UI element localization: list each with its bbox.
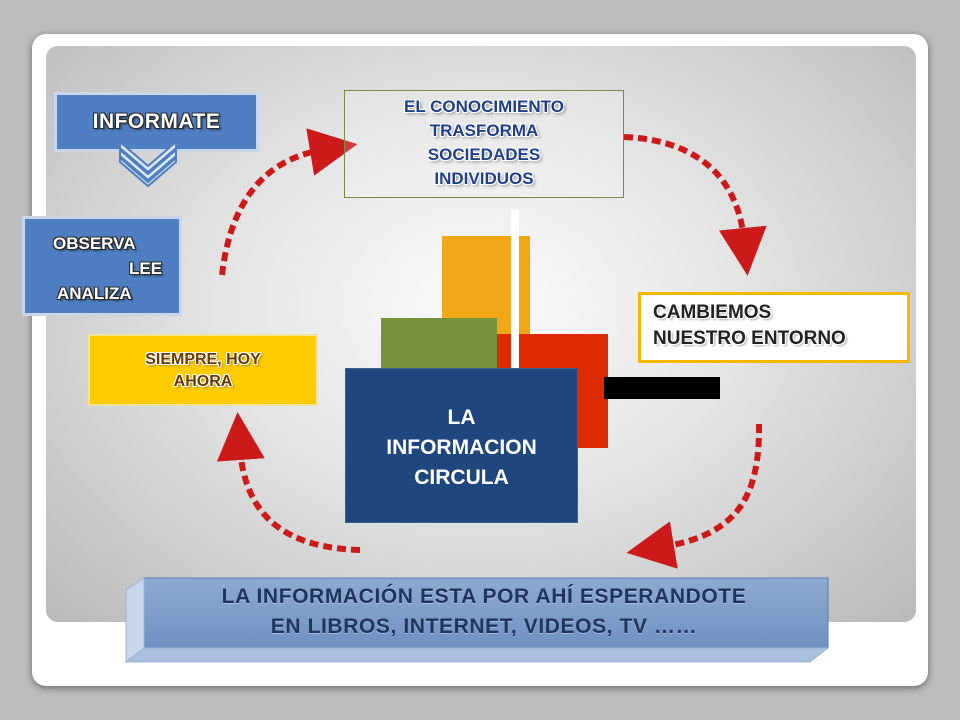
siempre-box: SIEMPRE, HOY AHORA xyxy=(88,334,318,406)
block-white-line xyxy=(511,210,519,370)
conocimiento-box: EL CONOCIMIENTO TRASFORMA SOCIEDADES IND… xyxy=(344,90,624,198)
conocimiento-line-1: EL CONOCIMIENTO xyxy=(404,97,564,116)
informate-label: INFORMATE xyxy=(92,110,221,133)
center-circula-box: LA INFORMACION CIRCULA xyxy=(345,368,578,523)
banner-line-1: LA INFORMACIÓN ESTA POR AHÍ ESPERANDOTE xyxy=(221,585,747,608)
observa-box: OBSERVA LEE ANALIZA xyxy=(22,216,182,316)
cambiemos-line-2: NUESTRO ENTORNO xyxy=(653,328,846,349)
siempre-line-2: AHORA xyxy=(173,373,233,390)
banner-line-2: EN LIBROS, INTERNET, VIDEOS, TV …… xyxy=(270,615,698,638)
banner-text: LA INFORMACIÓN ESTA POR AHÍ ESPERANDOTE … xyxy=(144,582,824,654)
conocimiento-line-2: TRASFORMA xyxy=(429,121,539,140)
arrow-up-to-conocimiento-icon xyxy=(219,128,358,276)
center-line-2: INFORMACION xyxy=(386,436,537,459)
triple-chevron-down-icon xyxy=(119,140,177,188)
arrow-down-to-banner-icon xyxy=(626,423,763,569)
observa-line-analiza: ANALIZA xyxy=(57,284,132,303)
center-line-3: CIRCULA xyxy=(414,466,509,489)
observa-line-observa: OBSERVA xyxy=(53,234,136,253)
bottom-banner xyxy=(124,577,830,664)
informate-box: INFORMATE xyxy=(54,92,259,152)
observa-line-lee: LEE xyxy=(129,259,163,278)
conocimiento-line-3: SOCIEDADES xyxy=(427,145,541,164)
cambiemos-box: CAMBIEMOS NUESTRO ENTORNO xyxy=(638,292,910,363)
center-line-1: LA xyxy=(447,406,476,429)
cambiemos-line-1: CAMBIEMOS xyxy=(653,302,772,323)
conocimiento-line-4: INDIVIDUOS xyxy=(434,169,534,188)
block-green xyxy=(381,318,497,376)
siempre-line-1: SIEMPRE, HOY xyxy=(145,351,261,368)
arrow-up-to-siempre-icon xyxy=(216,412,361,553)
arrow-down-to-cambiemos-icon xyxy=(623,134,767,276)
block-black-bar xyxy=(604,377,720,399)
